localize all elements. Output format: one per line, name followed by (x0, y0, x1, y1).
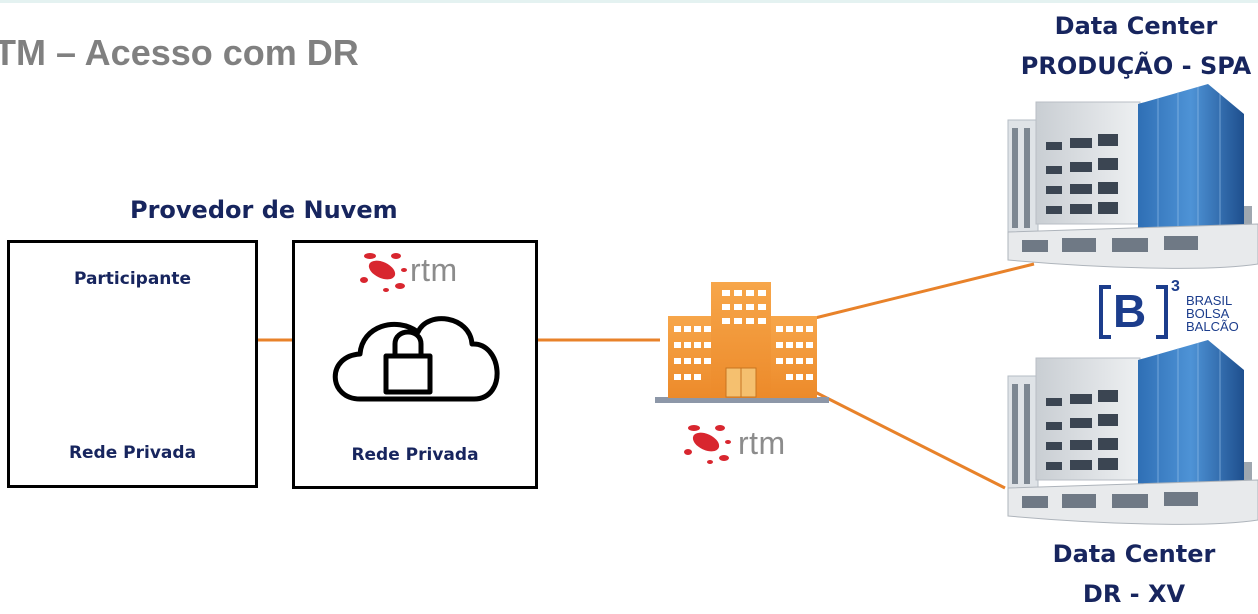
b3-logo-line2: BOLSA (1186, 306, 1230, 321)
datacenter-primary-label: Data Center PRODUÇÃO - SPA (1012, 6, 1258, 86)
cloud-lock-icon (332, 316, 500, 402)
connector-hub-primary (814, 262, 1035, 320)
top-rule (0, 0, 1258, 3)
rtm-logo-icon (360, 253, 407, 292)
datacenter-building-icon (1007, 340, 1258, 525)
datacenter-dr-line1: Data Center (1052, 540, 1216, 568)
b3-logo-line3: BALCÃO (1186, 319, 1239, 334)
datacenter-primary-line1: Data Center (1054, 12, 1218, 40)
office-building-icon (655, 282, 829, 403)
b3-logo: B 3 BRASIL BOLSA BALCÃO (1100, 278, 1258, 344)
connectors (258, 262, 1035, 490)
b3-logo-letter: B (1113, 285, 1147, 337)
datacenter-primary-line2: PRODUÇÃO - SPA (1020, 52, 1252, 80)
b3-logo-line1: BRASIL (1186, 293, 1233, 308)
rtm-logo-icon (684, 425, 731, 464)
rtm-logo-text: rtm (738, 425, 786, 461)
rtm-logo-text: rtm (410, 252, 458, 288)
rtm-network-label: Rede Privada (351, 445, 479, 465)
participant-label: Participante (73, 269, 192, 289)
slide-title: TM – Acesso com DR (0, 32, 359, 73)
b3-logo-superscript: 3 (1171, 278, 1180, 295)
b3-logo-icon (1099, 285, 1168, 339)
participant-network-label: Rede Privada (68, 443, 197, 463)
datacenter-building-icon (1007, 84, 1258, 269)
participant-cloud-box: Participante Rede Privada (7, 240, 258, 488)
cloud-provider-label: Provedor de Nuvem (130, 196, 398, 224)
datacenter-dr-label: Data Center DR - XV (1010, 534, 1258, 614)
connector-hub-dr (814, 390, 1006, 490)
datacenter-dr-line2: DR - XV (1082, 580, 1186, 608)
rtm-cloud-box: Rede Privada (292, 240, 538, 489)
